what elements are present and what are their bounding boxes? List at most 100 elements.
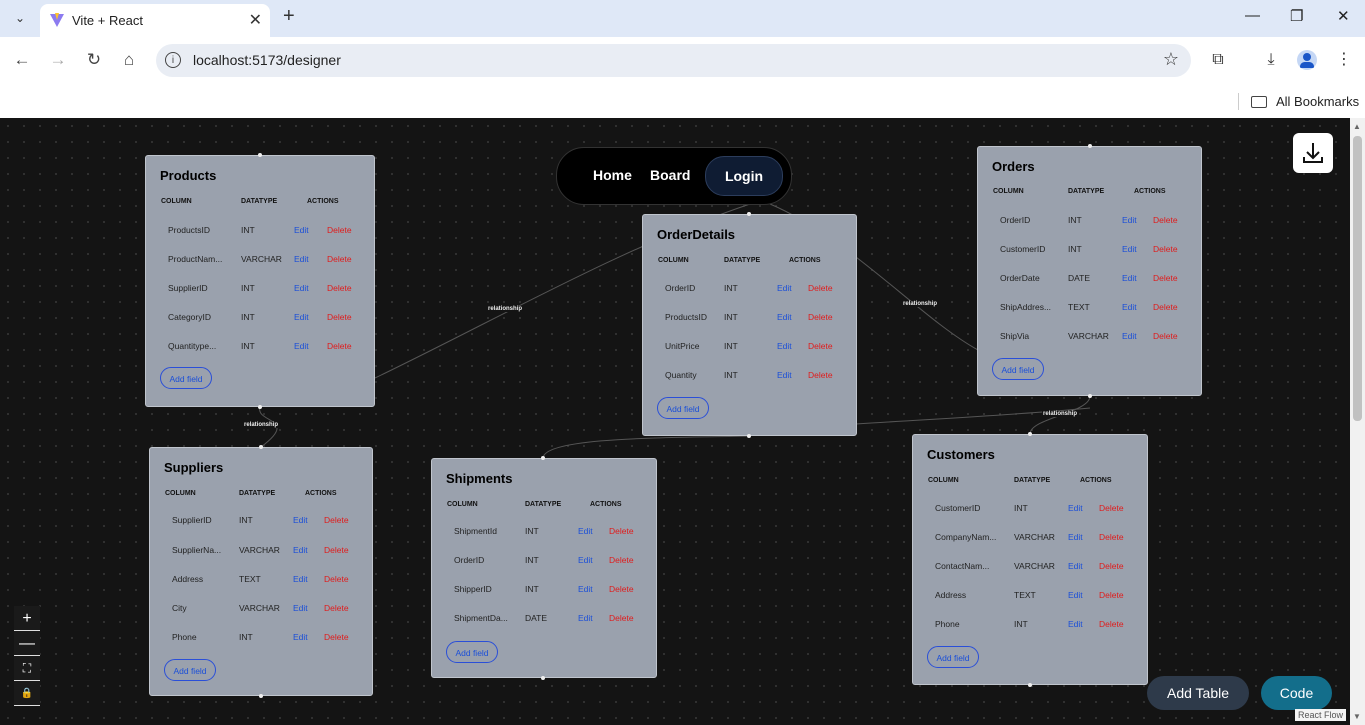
vertical-scrollbar[interactable]: ▲ ▼ xyxy=(1350,118,1365,725)
edit-button[interactable]: Edit xyxy=(294,341,309,351)
connection-handle[interactable] xyxy=(541,456,545,460)
edit-button[interactable]: Edit xyxy=(1068,503,1083,513)
delete-button[interactable]: Delete xyxy=(609,555,634,565)
delete-button[interactable]: Delete xyxy=(327,225,352,235)
edit-button[interactable]: Edit xyxy=(578,555,593,565)
table-orderdetails[interactable]: OrderDetails COLUMN DATATYPE ACTIONS Ord… xyxy=(642,214,857,436)
edit-button[interactable]: Edit xyxy=(777,312,792,322)
downloads-icon[interactable]: ⤓ xyxy=(1267,51,1275,68)
add-field-button[interactable]: Add field xyxy=(992,358,1044,380)
connection-handle[interactable] xyxy=(259,445,263,449)
delete-button[interactable]: Delete xyxy=(609,613,634,623)
table-products[interactable]: Products COLUMN DATATYPE ACTIONS Product… xyxy=(145,155,375,407)
browser-tab[interactable]: Vite + React ✕ xyxy=(40,4,270,37)
edit-button[interactable]: Edit xyxy=(777,341,792,351)
reload-icon[interactable]: ↻ xyxy=(86,50,102,69)
edit-button[interactable]: Edit xyxy=(1122,244,1137,254)
profile-avatar[interactable] xyxy=(1297,50,1317,70)
edit-button[interactable]: Edit xyxy=(294,225,309,235)
fit-view-button[interactable]: ⛶ xyxy=(14,656,40,681)
window-close-icon[interactable]: ✕ xyxy=(1337,8,1350,25)
add-field-button[interactable]: Add field xyxy=(446,641,498,663)
delete-button[interactable]: Delete xyxy=(808,312,833,322)
table-customers[interactable]: Customers COLUMN DATATYPE ACTIONS Custom… xyxy=(912,434,1148,685)
delete-button[interactable]: Delete xyxy=(327,312,352,322)
back-icon[interactable]: ← xyxy=(13,50,31,69)
delete-button[interactable]: Delete xyxy=(1153,273,1178,283)
connection-handle[interactable] xyxy=(1028,432,1032,436)
connection-handle[interactable] xyxy=(1088,144,1092,148)
connection-handle[interactable] xyxy=(747,434,751,438)
lock-button[interactable]: 🔒 xyxy=(14,681,40,706)
connection-handle[interactable] xyxy=(259,694,263,698)
nav-board[interactable]: Board xyxy=(650,167,691,183)
delete-button[interactable]: Delete xyxy=(1099,590,1124,600)
minimize-icon[interactable]: — xyxy=(1245,7,1260,24)
table-suppliers[interactable]: Suppliers COLUMN DATATYPE ACTIONS Suppli… xyxy=(149,447,373,696)
zoom-out-button[interactable]: — xyxy=(14,631,40,656)
table-orders[interactable]: Orders COLUMN DATATYPE ACTIONS OrderID I… xyxy=(977,146,1202,396)
all-bookmarks-link[interactable]: All Bookmarks xyxy=(1276,94,1360,109)
connection-handle[interactable] xyxy=(1088,394,1092,398)
forward-icon[interactable]: → xyxy=(49,50,67,69)
flow-canvas[interactable]: relationship relationship relationship r… xyxy=(0,118,1350,725)
url-text[interactable]: localhost:5173/designer xyxy=(193,52,341,68)
connection-handle[interactable] xyxy=(258,153,262,157)
edit-button[interactable]: Edit xyxy=(294,312,309,322)
site-info-icon[interactable]: i xyxy=(165,52,181,68)
edit-button[interactable]: Edit xyxy=(1122,331,1137,341)
edit-button[interactable]: Edit xyxy=(1122,215,1137,225)
edit-button[interactable]: Edit xyxy=(578,526,593,536)
delete-button[interactable]: Delete xyxy=(1099,503,1124,513)
bookmark-star-icon[interactable]: ☆ xyxy=(1162,49,1179,69)
delete-button[interactable]: Delete xyxy=(327,283,352,293)
delete-button[interactable]: Delete xyxy=(327,341,352,351)
connection-handle[interactable] xyxy=(1028,683,1032,687)
edit-button[interactable]: Edit xyxy=(293,632,308,642)
scroll-down-icon[interactable]: ▼ xyxy=(1353,712,1361,721)
react-flow-attribution[interactable]: React Flow xyxy=(1295,709,1347,721)
connection-handle[interactable] xyxy=(541,676,545,680)
edit-button[interactable]: Edit xyxy=(578,584,593,594)
restore-icon[interactable]: ❐ xyxy=(1290,8,1304,25)
delete-button[interactable]: Delete xyxy=(1099,561,1124,571)
delete-button[interactable]: Delete xyxy=(808,370,833,380)
add-field-button[interactable]: Add field xyxy=(160,367,212,389)
folder-icon[interactable] xyxy=(1251,96,1267,108)
connection-handle[interactable] xyxy=(258,405,262,409)
edit-button[interactable]: Edit xyxy=(1068,561,1083,571)
home-icon[interactable]: ⌂ xyxy=(123,50,135,69)
delete-button[interactable]: Delete xyxy=(1099,619,1124,629)
edit-button[interactable]: Edit xyxy=(293,545,308,555)
edit-button[interactable]: Edit xyxy=(1068,590,1083,600)
delete-button[interactable]: Delete xyxy=(1153,244,1178,254)
edit-button[interactable]: Edit xyxy=(777,283,792,293)
edit-button[interactable]: Edit xyxy=(1068,619,1083,629)
edit-button[interactable]: Edit xyxy=(1068,532,1083,542)
edit-button[interactable]: Edit xyxy=(578,613,593,623)
scroll-thumb[interactable] xyxy=(1353,136,1362,421)
tab-search-chevron-icon[interactable]: ⌄ xyxy=(14,11,26,25)
extensions-icon[interactable]: ⧉ xyxy=(1212,51,1224,68)
edit-button[interactable]: Edit xyxy=(293,603,308,613)
nav-home[interactable]: Home xyxy=(593,167,632,183)
delete-button[interactable]: Delete xyxy=(324,574,349,584)
edit-button[interactable]: Edit xyxy=(294,254,309,264)
nav-login-button[interactable]: Login xyxy=(705,156,783,196)
delete-button[interactable]: Delete xyxy=(1099,532,1124,542)
edit-button[interactable]: Edit xyxy=(1122,273,1137,283)
add-field-button[interactable]: Add field xyxy=(927,646,979,668)
edit-button[interactable]: Edit xyxy=(293,574,308,584)
delete-button[interactable]: Delete xyxy=(1153,215,1178,225)
delete-button[interactable]: Delete xyxy=(324,632,349,642)
delete-button[interactable]: Delete xyxy=(324,603,349,613)
delete-button[interactable]: Delete xyxy=(324,515,349,525)
scroll-up-icon[interactable]: ▲ xyxy=(1353,122,1361,131)
delete-button[interactable]: Delete xyxy=(324,545,349,555)
delete-button[interactable]: Delete xyxy=(327,254,352,264)
zoom-in-button[interactable]: + xyxy=(14,606,40,631)
code-button[interactable]: Code xyxy=(1261,676,1332,710)
edit-button[interactable]: Edit xyxy=(1122,302,1137,312)
delete-button[interactable]: Delete xyxy=(609,584,634,594)
tab-close-icon[interactable]: ✕ xyxy=(248,12,262,29)
